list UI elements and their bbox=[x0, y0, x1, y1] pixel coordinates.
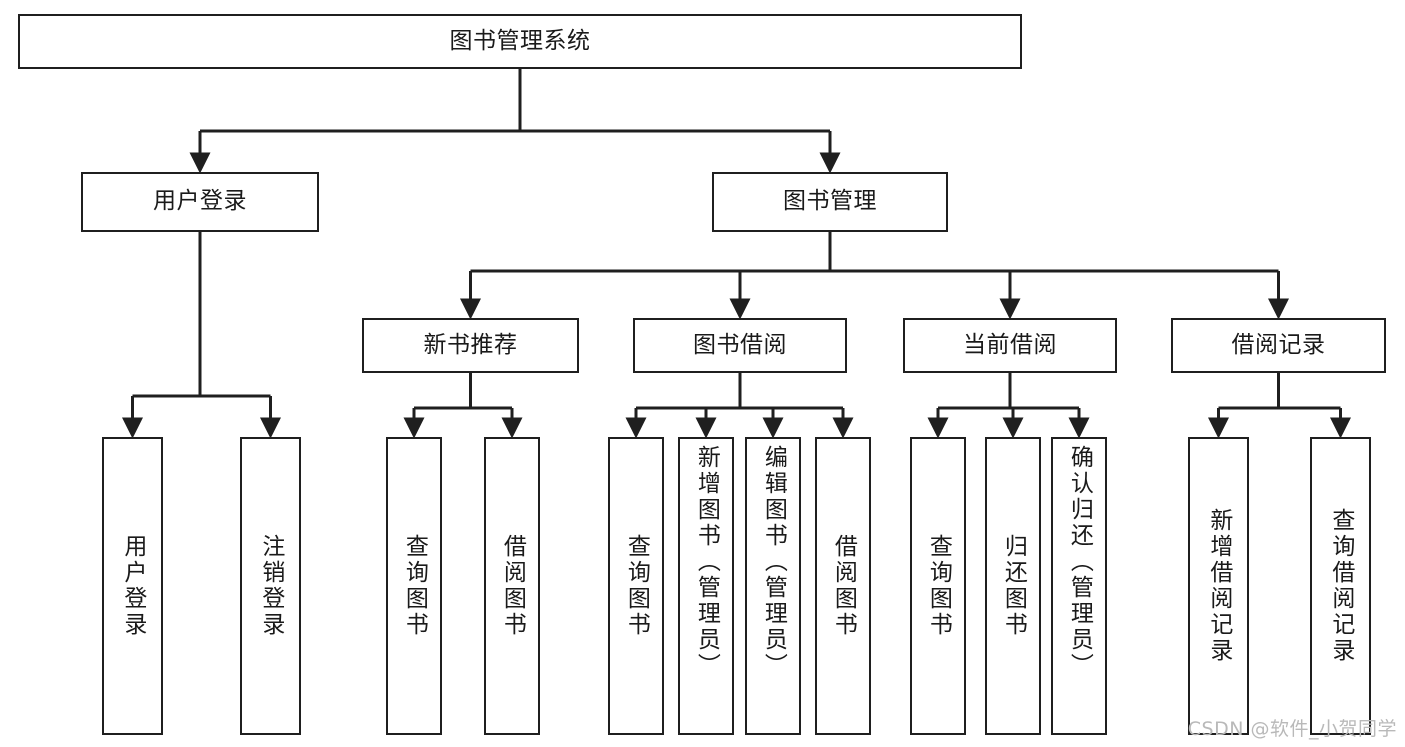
node-label: 新增图书（管理员） bbox=[693, 445, 720, 679]
node-label: 图书借阅 bbox=[693, 331, 787, 358]
leaf-leaf-return-book[interactable]: 归还图书 bbox=[985, 437, 1041, 735]
leaf-leaf-user-logout[interactable]: 注销登录 bbox=[240, 437, 301, 735]
leaf-leaf-query-record[interactable]: 查询借阅记录 bbox=[1310, 437, 1371, 735]
leaf-leaf-borrow-book-2[interactable]: 借阅图书 bbox=[815, 437, 871, 735]
leaf-leaf-borrow-book-1[interactable]: 借阅图书 bbox=[484, 437, 540, 735]
node-user-login[interactable]: 用户登录 bbox=[81, 172, 319, 232]
node-label: 确认归还（管理员） bbox=[1066, 445, 1093, 679]
node-label: 新书推荐 bbox=[423, 331, 518, 358]
node-label: 借阅图书 bbox=[499, 534, 526, 638]
node-label: 查询图书 bbox=[925, 534, 952, 638]
node-label: 查询图书 bbox=[623, 534, 650, 638]
leaf-leaf-query-book-2[interactable]: 查询图书 bbox=[608, 437, 664, 735]
node-label: 查询借阅记录 bbox=[1327, 508, 1354, 664]
leaf-leaf-query-book-1[interactable]: 查询图书 bbox=[386, 437, 442, 735]
node-label: 当前借阅 bbox=[963, 331, 1057, 358]
leaf-leaf-add-record[interactable]: 新增借阅记录 bbox=[1188, 437, 1249, 735]
leaf-leaf-edit-book[interactable]: 编辑图书（管理员） bbox=[745, 437, 801, 735]
csdn-watermark: CSDN @软件_小贺同学 bbox=[1187, 718, 1397, 740]
node-current-borrow[interactable]: 当前借阅 bbox=[903, 318, 1117, 373]
node-label: 编辑图书（管理员） bbox=[760, 445, 787, 679]
node-label: 新增借阅记录 bbox=[1205, 508, 1232, 664]
leaf-leaf-query-book-3[interactable]: 查询图书 bbox=[910, 437, 966, 735]
node-label: 借阅记录 bbox=[1231, 331, 1326, 358]
node-label: 图书管理 bbox=[783, 188, 877, 215]
node-new-book-recommend[interactable]: 新书推荐 bbox=[362, 318, 579, 373]
node-label: 图书管理系统 bbox=[449, 27, 591, 54]
node-label: 归还图书 bbox=[1000, 534, 1027, 638]
node-label: 查询图书 bbox=[401, 534, 428, 638]
node-root[interactable]: 图书管理系统 bbox=[18, 14, 1022, 69]
node-label: 借阅图书 bbox=[830, 534, 857, 638]
node-label: 用户登录 bbox=[153, 188, 247, 215]
leaf-leaf-confirm-return[interactable]: 确认归还（管理员） bbox=[1051, 437, 1107, 735]
node-book-manage[interactable]: 图书管理 bbox=[712, 172, 948, 232]
node-book-borrow[interactable]: 图书借阅 bbox=[633, 318, 847, 373]
node-label: 注销登录 bbox=[257, 534, 284, 638]
leaf-leaf-add-book[interactable]: 新增图书（管理员） bbox=[678, 437, 734, 735]
leaf-leaf-user-login[interactable]: 用户登录 bbox=[102, 437, 163, 735]
node-label: 用户登录 bbox=[119, 534, 146, 638]
node-borrow-record[interactable]: 借阅记录 bbox=[1171, 318, 1386, 373]
